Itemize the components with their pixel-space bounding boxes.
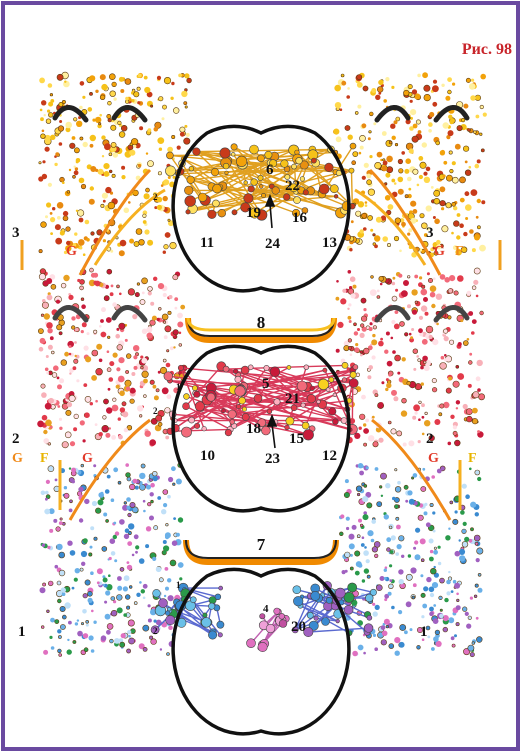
top-cell-label-2: 2 bbox=[153, 192, 158, 202]
side-number-mid-left: 2 bbox=[12, 431, 20, 447]
side-number-top-right: 3 bbox=[426, 225, 434, 241]
letter-f-mid-right: F bbox=[468, 451, 477, 466]
side-number-bottom-left: 1 bbox=[18, 624, 26, 640]
band-upper-number: 8 bbox=[257, 313, 266, 332]
top-cell-label-19: 19 bbox=[246, 205, 261, 221]
middle-cell-label-21: 21 bbox=[285, 391, 300, 407]
middle-cell-label-10: 10 bbox=[200, 448, 215, 464]
top-cell-label-6: 6 bbox=[266, 162, 274, 178]
band-lower-number: 7 bbox=[257, 535, 266, 554]
letter-g-mid-left-2: G bbox=[82, 451, 93, 466]
letter-g-mid-left: G bbox=[12, 451, 23, 466]
middle-cell bbox=[164, 346, 358, 510]
middle-cell-label-15: 15 bbox=[289, 431, 304, 447]
middle-cell-label-5: 5 bbox=[262, 376, 270, 392]
letter-f-top-right: F bbox=[455, 244, 464, 259]
middle-cell-label-23: 23 bbox=[265, 451, 280, 467]
side-number-bottom-right: 1 bbox=[420, 624, 428, 640]
side-number-top-left: 3 bbox=[12, 225, 20, 241]
figure-label: Рис. 98 bbox=[462, 41, 512, 58]
middle-cell-label-12: 12 bbox=[322, 448, 337, 464]
top-cell-label-13: 13 bbox=[322, 235, 337, 251]
middle-cell-label-2: 2 bbox=[153, 406, 158, 416]
side-number-mid-right: 2 bbox=[426, 431, 434, 447]
middle-cell-label-18: 18 bbox=[246, 421, 261, 437]
bottom-cell-label-4: 4 bbox=[263, 603, 269, 615]
letter-g-top-left: G bbox=[66, 244, 77, 259]
letter-f-mid-left: F bbox=[40, 451, 49, 466]
top-cell-label-24: 24 bbox=[265, 236, 281, 252]
bottom-cell-label-20: 20 bbox=[291, 619, 306, 635]
bottom-cell-label-1: 1 bbox=[176, 580, 181, 590]
top-cell-label-16: 16 bbox=[292, 210, 308, 226]
letter-g-mid-right: G bbox=[428, 451, 439, 466]
top-cell-label-11: 11 bbox=[200, 235, 214, 251]
top-cell-label-22: 22 bbox=[285, 178, 300, 194]
middle-cell-label-1: 1 bbox=[176, 382, 181, 392]
top-cell-label-1: 1 bbox=[176, 170, 181, 180]
bottom-cell-label-2: 2 bbox=[153, 626, 158, 636]
letter-g-top-right: G bbox=[434, 244, 445, 259]
